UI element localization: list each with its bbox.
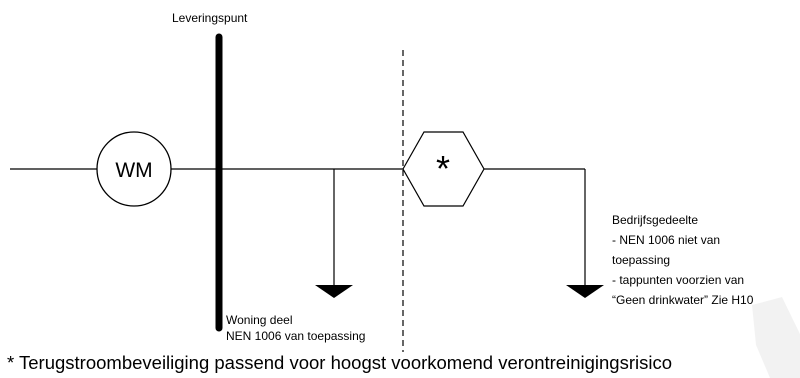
residential-tap-arrow — [315, 285, 353, 298]
backflow-device-symbol: * — [436, 148, 450, 189]
watermark-shape — [752, 297, 800, 378]
footnote-text: * Terugstroombeveiliging passend voor ho… — [7, 352, 672, 373]
water-meter-label: WM — [115, 159, 152, 182]
business-label-line3: toepassing — [612, 253, 670, 267]
business-label-line2: - NEN 1006 niet van — [612, 233, 720, 247]
business-label-line1: Bedrijfsgedeelte — [612, 213, 698, 227]
delivery-point-label: Leveringspunt — [172, 11, 248, 25]
business-label-line4: - tappunten voorzien van — [612, 273, 744, 287]
business-tap-arrow — [566, 285, 604, 298]
business-label-line5: “Geen drinkwater” Zie H10 — [612, 293, 754, 307]
residential-label-line1: Woning deel — [226, 313, 293, 327]
residential-label-line2: NEN 1006 van toepassing — [226, 329, 365, 343]
